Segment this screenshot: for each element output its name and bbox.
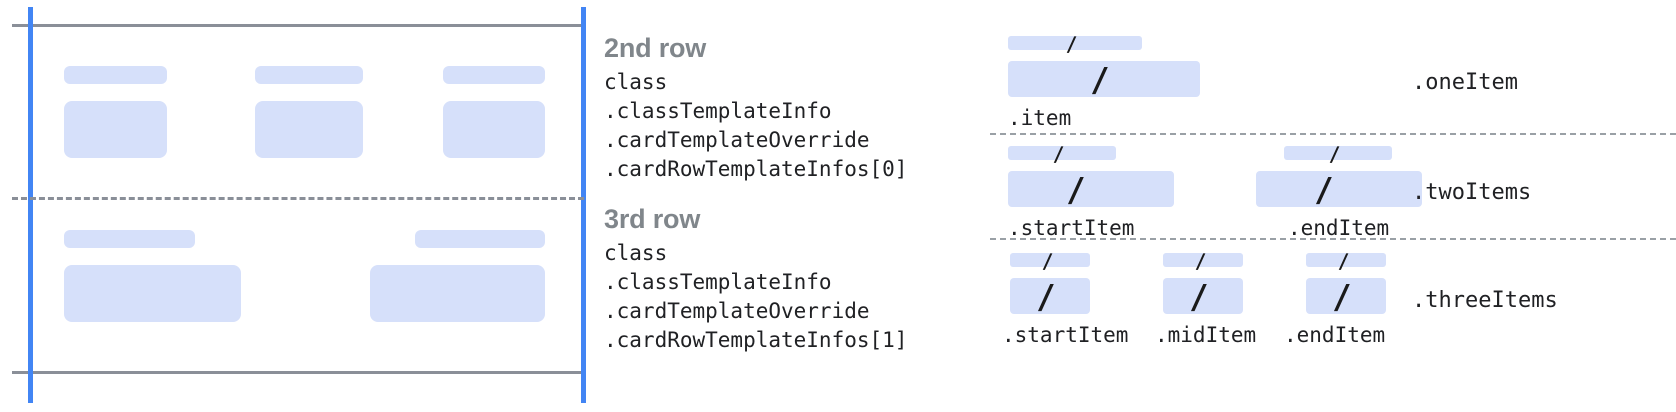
code-line: .classTemplateInfo	[604, 99, 832, 123]
second-row-description: 2nd row class .classTemplateInfo .cardTe…	[604, 32, 907, 184]
item-column: / / .startItem	[1008, 142, 1174, 240]
item-name-label: .endItem	[1288, 216, 1390, 240]
row-title: 3rd row	[604, 204, 701, 234]
cell-label-bar	[443, 66, 545, 84]
item-body-block	[1306, 278, 1386, 314]
cell-body-block	[255, 101, 363, 158]
row-divider-rule	[12, 197, 584, 200]
item-column: / / .endItem	[1256, 142, 1422, 240]
item-column: / / .endItem	[1284, 249, 1386, 347]
item-name-label: .item	[1008, 106, 1072, 130]
cell-body-block	[64, 265, 241, 322]
item-name-label: .endItem	[1284, 323, 1386, 347]
item-top-bar	[1010, 253, 1090, 267]
item-name-label: .midItem	[1155, 323, 1257, 347]
item-column: / / .startItem	[1002, 249, 1128, 347]
group-divider-rule	[990, 238, 1676, 240]
row-title: 2nd row	[604, 33, 707, 63]
item-top-bar	[1008, 36, 1142, 50]
item-name-label: .startItem	[1002, 323, 1129, 347]
cell-label-bar	[255, 66, 363, 84]
code-line: class	[604, 70, 668, 94]
cell-body-block	[370, 265, 545, 322]
cell-label-bar	[64, 230, 195, 248]
cell-body-block	[443, 101, 545, 158]
cell-label-bar	[415, 230, 545, 248]
item-body-block	[1010, 278, 1090, 314]
item-top-bar	[1284, 146, 1392, 160]
group-name-label: .threeItems	[1412, 288, 1558, 313]
item-top-bar	[1306, 253, 1386, 267]
item-top-bar	[1008, 146, 1116, 160]
item-column: / / .midItem	[1155, 249, 1256, 347]
item-body-block	[1163, 278, 1243, 314]
group-name-label: .twoItems	[1412, 180, 1532, 205]
group-divider-rule	[990, 133, 1676, 135]
item-top-bar	[1163, 253, 1243, 267]
bottom-boundary-rule	[12, 371, 584, 374]
item-body-block	[1256, 171, 1422, 207]
code-line: .classTemplateInfo	[604, 270, 832, 294]
item-name-label: .startItem	[1008, 216, 1135, 240]
left-guide-line	[28, 7, 33, 403]
group-name-label: .oneItem	[1412, 70, 1518, 95]
code-line: .cardTemplateOverride	[604, 299, 870, 323]
third-row-description: 3rd row class .classTemplateInfo .cardTe…	[604, 203, 907, 355]
cell-body-block	[64, 101, 167, 158]
code-line: .cardRowTemplateInfos[0]	[604, 157, 908, 181]
code-line: .cardTemplateOverride	[604, 128, 870, 152]
item-body-block	[1008, 61, 1200, 97]
item-column: / / .item	[1008, 32, 1200, 130]
top-boundary-rule	[12, 24, 584, 27]
right-guide-line	[581, 7, 586, 403]
code-line: .cardRowTemplateInfos[1]	[604, 328, 908, 352]
cell-label-bar	[64, 66, 167, 84]
code-line: class	[604, 241, 668, 265]
item-body-block	[1008, 171, 1174, 207]
